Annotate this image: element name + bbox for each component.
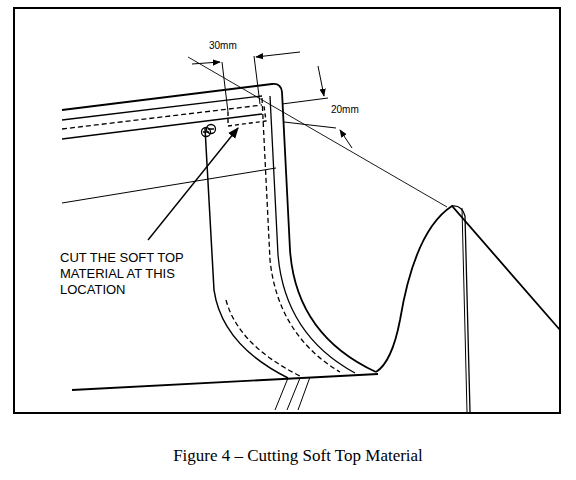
extension-line (284, 122, 336, 128)
dimension-arrow (340, 130, 352, 148)
leader-arrow (148, 128, 238, 240)
dimension-arrow (318, 66, 324, 96)
stitch-line (226, 300, 300, 376)
door-edge (452, 206, 470, 412)
body-line (72, 374, 378, 390)
screw-symbol (202, 125, 216, 137)
dimension-label: 30mm (208, 40, 238, 51)
soft-top-strap (270, 96, 355, 373)
extension-line (254, 56, 260, 104)
cut-mark (228, 106, 266, 126)
dimension-arrow (192, 62, 220, 64)
soft-top-strap (205, 128, 288, 378)
figure-caption: Figure 4 – Cutting Soft Top Material (173, 446, 423, 466)
figure-frame (14, 8, 560, 413)
door-edge (462, 208, 467, 412)
stitch-line (262, 98, 340, 372)
dimension-label: 20mm (330, 104, 360, 115)
guide-line (188, 57, 447, 207)
soft-top-strap (282, 92, 376, 372)
extension-line (282, 98, 328, 104)
roof-edge (62, 168, 276, 203)
dimension-arrow (256, 52, 300, 57)
stitch-line (62, 105, 262, 129)
extension-line (222, 62, 228, 112)
callout-note: CUT THE SOFT TOP MATERIAL AT THIS LOCATI… (60, 250, 230, 298)
body-line (275, 377, 310, 410)
